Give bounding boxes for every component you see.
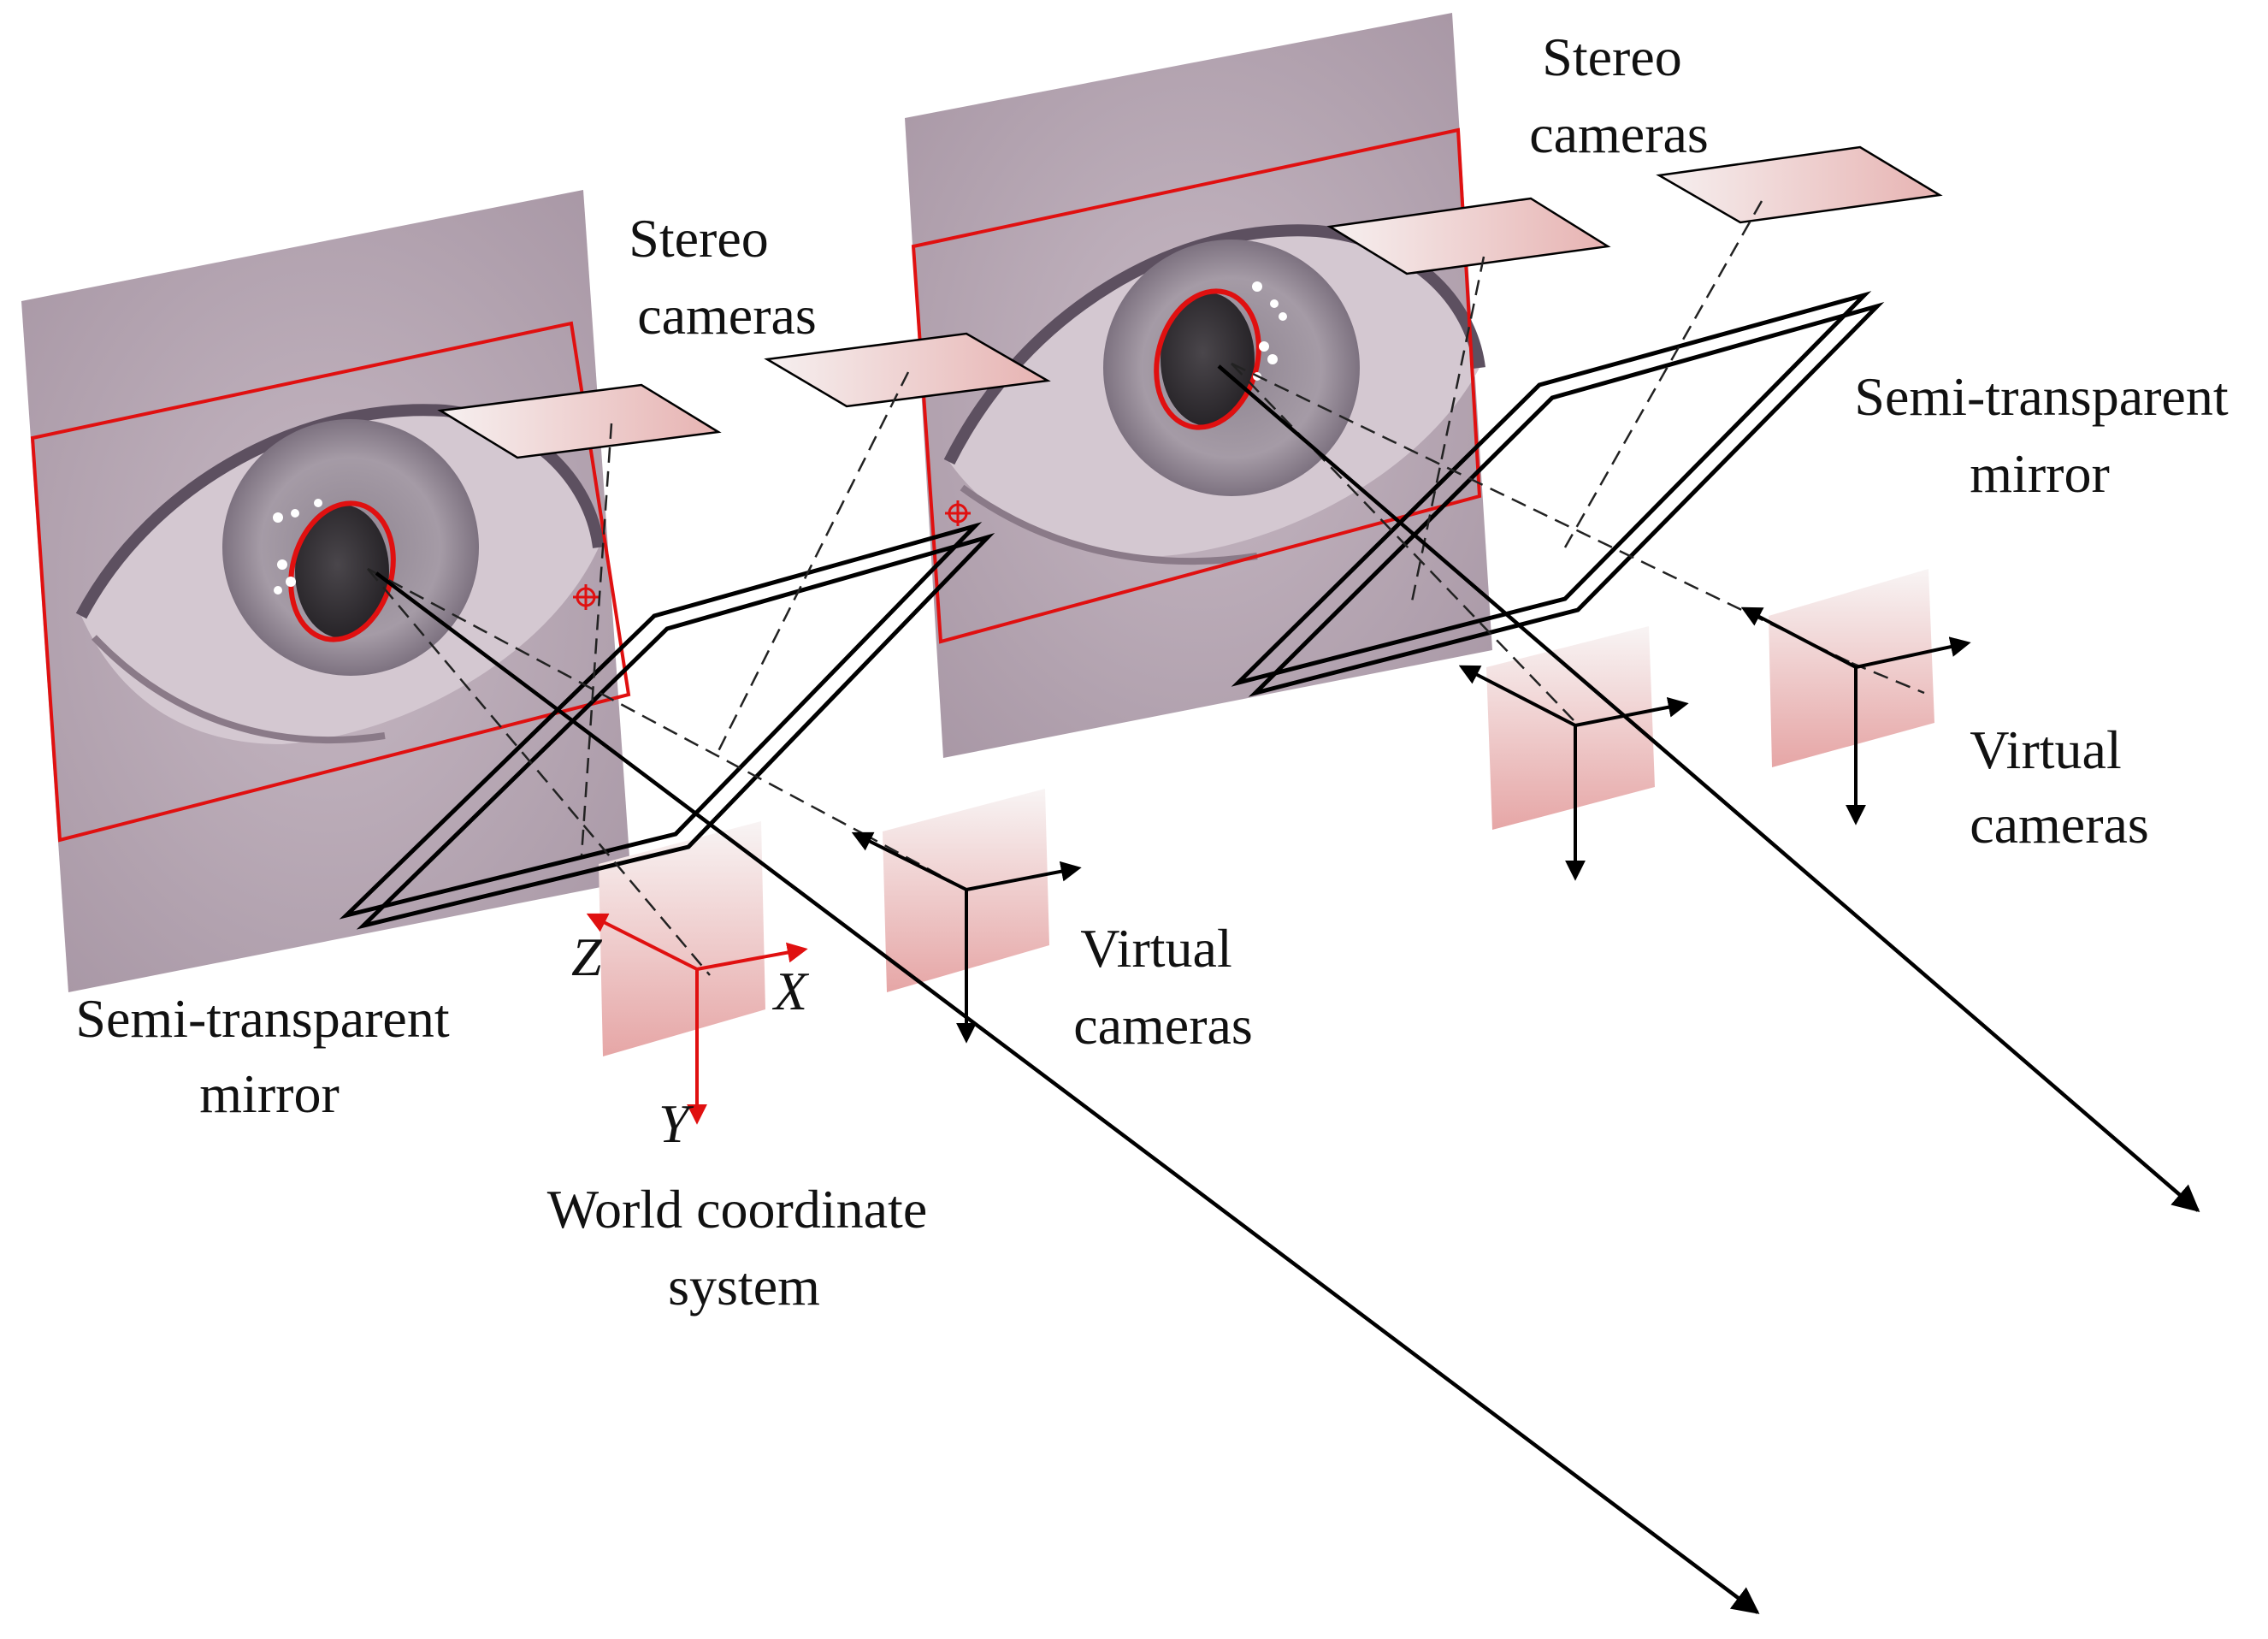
axis-z-label: Z	[571, 926, 603, 987]
right-gaze-ray	[1217, 364, 2200, 1213]
semi-transparent-mirror-label-right: Semi-transparent mirror	[1854, 366, 2241, 504]
stereo-cameras-label-right: Stereo cameras	[1529, 27, 1709, 164]
right-roi-box	[911, 127, 1482, 644]
axis-y-label: Y	[659, 1093, 694, 1154]
left-gaze-ray	[375, 571, 1760, 1614]
right-pupil	[1161, 293, 1255, 426]
right-stereo-camera-2	[1656, 145, 1943, 224]
stereo-cameras-label-left: Stereo cameras	[629, 208, 817, 346]
crosshair-circle-icon	[945, 500, 971, 526]
right-virtual-camera-2	[1769, 569, 1934, 767]
right-semi-transparent-mirror	[1231, 291, 1885, 697]
virtual-cameras-label-left: Virtual cameras	[1073, 918, 1253, 1056]
left-virtual-camera-1	[599, 821, 765, 1056]
right-glints	[1252, 281, 1287, 381]
left-glints	[273, 499, 322, 595]
left-virtual-camera-axes	[851, 831, 1082, 1044]
right-virtual-camera-axes	[1458, 606, 1971, 881]
semi-transparent-mirror-label-left: Semi-transparent mirror	[75, 988, 463, 1124]
right-virtual-camera-1	[1486, 626, 1655, 830]
world-coordinate-axes	[586, 913, 808, 1125]
left-semi-transparent-mirror	[339, 522, 995, 930]
left-stereo-camera-1	[437, 383, 722, 459]
crosshair-circle-icon	[573, 584, 599, 610]
left-pupil	[295, 505, 389, 638]
virtual-cameras-label-right: Virtual cameras	[1970, 719, 2149, 855]
right-stereo-camera-1	[1326, 197, 1611, 275]
left-stereo-camera-2	[764, 332, 1051, 408]
right-dashed-rays	[1231, 200, 1925, 721]
world-coordinate-system-label: World coordinate system	[547, 1179, 941, 1317]
left-roi-box	[30, 321, 631, 843]
axis-x-label: X	[771, 961, 810, 1021]
right-pupil-contour	[1154, 288, 1261, 430]
